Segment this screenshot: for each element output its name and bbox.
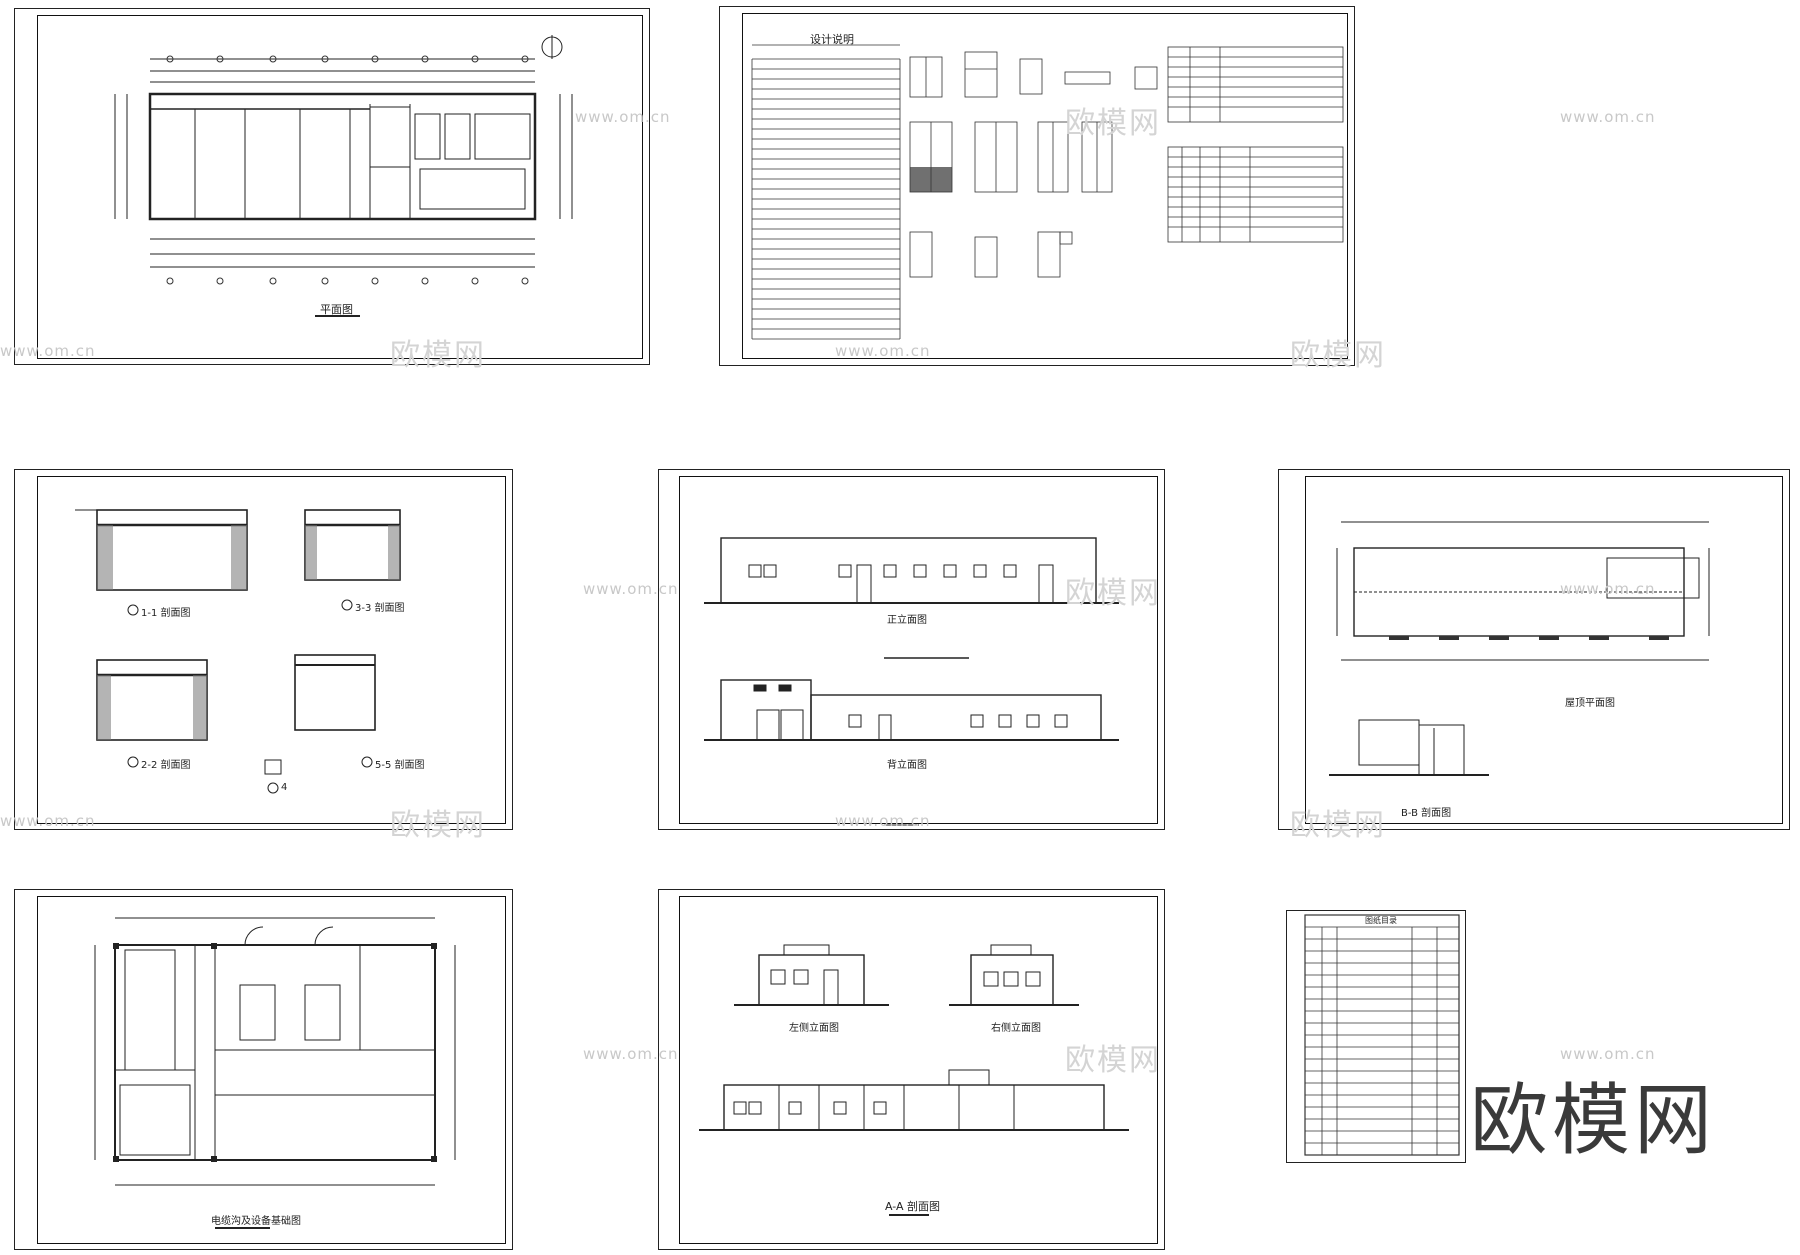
watermark-url: www.om.cn <box>583 1045 679 1063</box>
front-elevation-title: 正立面图 <box>887 615 927 626</box>
drawing-frame <box>742 13 1348 359</box>
watermark-logo: 欧模网 <box>390 808 486 843</box>
equipment-plan-title: 电缆沟及设备基础图 <box>211 1216 301 1227</box>
section-2-2-label: 2-2 剖面图 <box>141 760 191 771</box>
roof-plan-drawing <box>1329 521 1710 776</box>
equipment-plan-drawing <box>94 917 456 1229</box>
sheet-elevations: 正立面图 背立面图 <box>658 469 1165 830</box>
brand-logo: 欧模网 <box>1470 1076 1717 1166</box>
watermark-logo: 欧模网 <box>390 338 486 373</box>
watermark-url: www.om.cn <box>835 342 931 360</box>
section-4-label: 4 <box>281 782 288 793</box>
elevations-drawing <box>704 537 1119 826</box>
sheet-drawing-index: 图纸目录 <box>1286 910 1466 1163</box>
drawing-frame <box>679 896 1158 1244</box>
sheet-sections: 1-1 剖面图 3-3 剖面图 2-2 剖面图 4 5-5 剖面图 <box>14 469 513 830</box>
drawing-frame <box>37 15 643 359</box>
watermark-logo: 欧模网 <box>1065 576 1161 611</box>
watermark-url: www.om.cn <box>1560 580 1656 598</box>
drawing-index-title: 图纸目录 <box>1365 916 1397 925</box>
design-notes-drawing <box>751 44 1344 340</box>
section-1-1-label: 1-1 剖面图 <box>141 608 191 619</box>
drawing-frame <box>37 896 506 1244</box>
section-b-b-title: B-B 剖面图 <box>1401 808 1452 819</box>
sections-drawing <box>75 509 401 794</box>
right-elevation-title: 右侧立面图 <box>991 1023 1041 1034</box>
drawing-frame <box>1305 476 1783 824</box>
watermark-url: www.om.cn <box>575 108 671 126</box>
sheet-design-notes: 设计说明 <box>719 6 1355 366</box>
back-elevation-title: 背立面图 <box>887 760 927 771</box>
sheet-roof-plan: 屋顶平面图 B-B 剖面图 <box>1278 469 1790 830</box>
watermark-url: www.om.cn <box>1560 108 1656 126</box>
design-notes-title: 设计说明 <box>810 33 854 46</box>
section-5-5-label: 5-5 剖面图 <box>375 760 425 771</box>
sheet-side-elevations: 左侧立面图 右侧立面图 A-A 剖面图 <box>658 889 1165 1250</box>
watermark-logo: 欧模网 <box>1065 106 1161 141</box>
sheet-equipment-plan: 电缆沟及设备基础图 <box>14 889 513 1250</box>
drawing-frame <box>37 476 506 824</box>
watermark-url: www.om.cn <box>0 812 96 830</box>
watermark-url: www.om.cn <box>0 342 96 360</box>
left-elevation-title: 左侧立面图 <box>789 1023 839 1034</box>
watermark-logo: 欧模网 <box>1065 1043 1161 1078</box>
drawing-frame <box>679 476 1158 824</box>
section-a-a-title: A-A 剖面图 <box>885 1200 941 1213</box>
roof-plan-title: 屋顶平面图 <box>1565 698 1615 709</box>
watermark-logo: 欧模网 <box>1290 808 1386 843</box>
watermark-url: www.om.cn <box>1560 1045 1656 1063</box>
floor-plan-title: 平面图 <box>320 303 353 316</box>
floor-plan-drawing <box>114 35 573 317</box>
watermark-url: www.om.cn <box>583 580 679 598</box>
watermark-logo: 欧模网 <box>1290 338 1386 373</box>
drawing-index-table <box>1304 914 1460 1156</box>
side-elevations-drawing <box>699 944 1129 1216</box>
watermark-url: www.om.cn <box>835 812 931 830</box>
section-3-3-label: 3-3 剖面图 <box>355 603 405 614</box>
sheet-floor-plan: 平面图 <box>14 8 650 365</box>
